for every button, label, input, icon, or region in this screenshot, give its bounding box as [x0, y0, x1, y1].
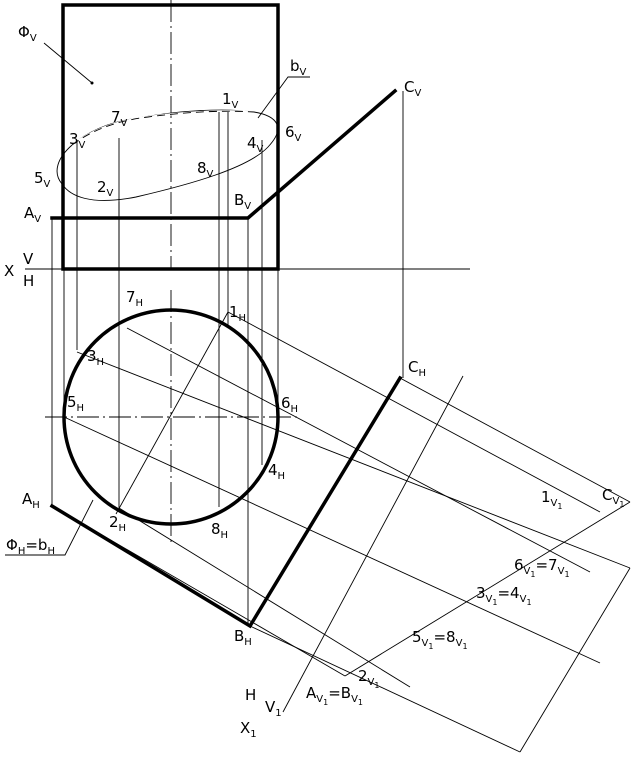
label-point-5-h: 5H	[67, 393, 84, 414]
axis-label-v: V	[23, 250, 34, 268]
phi-v-leader	[43, 42, 93, 84]
label-point-2-v: 2V	[97, 178, 114, 199]
auxiliary-projection-v1	[344, 501, 631, 753]
x1-axis-line	[282, 375, 464, 713]
section-ellipse-front	[56, 109, 279, 201]
label-point-1-h: 1H	[229, 303, 246, 324]
label-a-v: AV	[24, 204, 41, 225]
label-b-h: BH	[234, 627, 252, 648]
label-phi-v: ΦV	[18, 23, 37, 44]
label-point-5-v: 5V	[34, 169, 51, 190]
axis-label-h-secondary: H	[245, 686, 256, 704]
label-c-h: CH	[408, 358, 426, 379]
label-point-7-v: 7V	[111, 108, 128, 129]
label-point-6-v: 6V	[285, 123, 302, 144]
label-point-2-v1: 2V1	[358, 667, 379, 690]
label-b-v-point: BV	[234, 191, 251, 212]
label-point-8-v: 8V	[197, 159, 214, 180]
axis-label-h: H	[23, 272, 34, 290]
axis-label-v1: V1	[265, 698, 282, 719]
label-point-3-v: 3V	[69, 130, 86, 151]
projection-links-vertical	[51, 91, 404, 626]
label-point-3-h: 3H	[87, 347, 104, 368]
label-c-v: CV	[404, 78, 421, 99]
x1-axis-label: X1	[240, 719, 257, 740]
label-point-2-h: 2H	[109, 513, 126, 534]
label-a-h: AH	[22, 490, 40, 511]
x-axis-label: X	[4, 262, 14, 280]
label-point-4-h: 4H	[268, 461, 285, 482]
label-b-v: bV	[290, 57, 307, 78]
label-point-6-h: 6H	[281, 394, 298, 415]
cylinder-front-projection	[61, 3, 280, 271]
label-point-8-h: 8H	[211, 520, 228, 541]
label-point-4-v: 4V	[247, 134, 264, 155]
projection-links-to-plane-v1	[51, 311, 631, 753]
label-point-3-v1-equals-4-v1: 3V1=4V1	[476, 584, 532, 607]
label-point-1-v1: 1V1	[541, 488, 562, 511]
label-a-v1-equals-b-v1: AV1=BV1	[306, 684, 363, 707]
section-ellipse-hidden-part	[71, 110, 255, 146]
label-c-v1: CV1	[602, 486, 624, 509]
label-point-6-v1-equals-7-v1: 6V1=7V1	[514, 556, 570, 579]
label-phi-h-equals-b-h: ΦH=bH	[6, 536, 55, 557]
phi-h-leader	[5, 499, 94, 556]
b-v-leader	[257, 76, 310, 119]
label-point-5-v1-equals-8-v1: 5V1=8V1	[412, 628, 468, 651]
label-point-1-v: 1V	[222, 90, 239, 111]
label-point-7-h: 7H	[126, 288, 143, 309]
